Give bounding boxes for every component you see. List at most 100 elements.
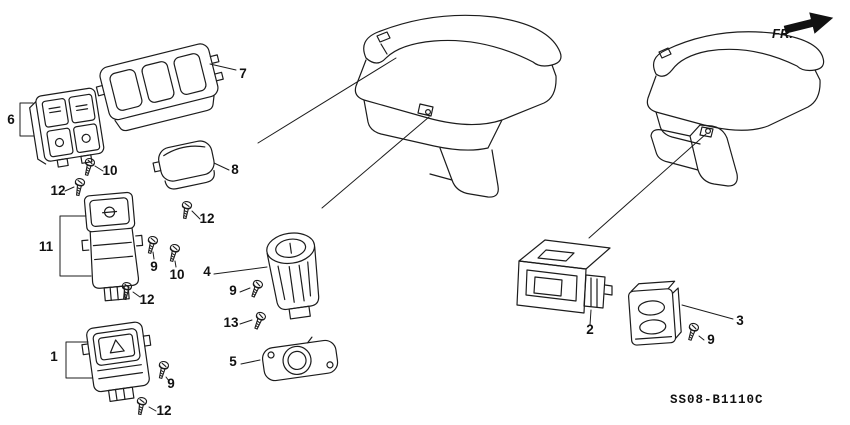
dash-console: [439, 147, 499, 198]
screw-10-icon: [81, 156, 96, 177]
leader-lines: [19, 57, 734, 412]
callout-2: 2: [586, 322, 594, 337]
switch-connector: [103, 285, 130, 302]
plate-notch: [307, 336, 313, 344]
assembly-tab: [604, 284, 613, 296]
body-ribs: [92, 241, 134, 261]
dash-lower: [655, 111, 701, 145]
callout-1: 1: [50, 349, 58, 364]
dash-console: [689, 124, 738, 187]
dash-screw-dot: [704, 128, 711, 135]
part-5-mount-plate: [261, 336, 339, 382]
cluster-button: [41, 98, 69, 128]
dash-detail: [380, 43, 388, 55]
cover-tab: [152, 161, 162, 173]
knob-top: [266, 232, 316, 265]
switch-button: [92, 328, 141, 366]
bezel-skirt: [114, 95, 215, 132]
callout-3: 3: [736, 313, 744, 328]
assembly-button: [533, 276, 563, 297]
cover-outline: [158, 140, 215, 182]
screw-12-icon: [72, 177, 86, 197]
knob-connector: [288, 305, 311, 320]
button-glyph: [48, 106, 62, 114]
switch-detail: [634, 336, 673, 340]
callout-11: 11: [39, 239, 54, 254]
callout-10-b: 10: [169, 267, 184, 282]
screw-12-icon: [134, 396, 148, 416]
switch-rocker: [89, 197, 130, 227]
bezel-tab: [95, 85, 105, 97]
screw-9-icon: [248, 278, 265, 299]
switch-outline: [627, 288, 677, 346]
bezel-opening: [141, 61, 175, 103]
part-2-switch-assembly: [516, 239, 613, 314]
screw-10-icon: [166, 242, 181, 263]
cluster-button: [68, 93, 96, 124]
cluster-tab: [56, 157, 69, 168]
dash-garnish: [363, 14, 562, 67]
switch-face: [83, 191, 136, 233]
callout-10-a: 10: [102, 163, 117, 178]
callout-12-c: 12: [139, 292, 154, 307]
connector-pins: [590, 277, 598, 308]
assembly-front: [516, 260, 587, 314]
part-3-small-switch: [627, 280, 682, 346]
body-ribs: [277, 261, 312, 303]
part-11-rocker-switch: [81, 191, 144, 302]
switch-oval: [637, 300, 666, 316]
bezel-opening: [173, 53, 207, 95]
cluster-outline: [35, 87, 105, 162]
screw-12-icon: [179, 200, 193, 220]
center-dashboard-illustration: [354, 14, 562, 198]
part-4-knob-switch: [266, 232, 320, 320]
switch-tabs: [81, 234, 144, 252]
dash-clip: [376, 31, 391, 43]
front-arrow-icon: [783, 12, 834, 34]
dash-screw-dot: [425, 108, 432, 115]
plate-screw-hole: [326, 361, 334, 369]
callout-5: 5: [229, 354, 237, 369]
cover-skirt: [164, 169, 215, 190]
connector-pins: [114, 387, 126, 402]
part-6-switch-cluster: [29, 87, 105, 168]
cluster-side: [29, 101, 47, 165]
bezel-opening: [109, 69, 143, 111]
rocker-glyph: [101, 210, 118, 214]
assembly-recess: [525, 269, 578, 302]
callout-9-c: 9: [167, 376, 175, 391]
callout-13: 13: [223, 315, 239, 330]
knob-inner: [275, 238, 307, 258]
callout-4: 4: [203, 264, 211, 279]
dash-armrest: [650, 129, 699, 171]
screw-9-icon: [684, 321, 700, 342]
callout-9-b: 9: [229, 283, 237, 298]
switch-connector: [107, 386, 135, 402]
button-glyph: [81, 133, 91, 143]
assembly-top: [518, 239, 611, 270]
dash-clip: [658, 47, 672, 59]
cluster-tab: [80, 154, 93, 164]
callout-7: 7: [239, 66, 247, 81]
dash-body: [646, 69, 821, 131]
assembly-connector: [583, 274, 606, 309]
switch-oval: [639, 319, 667, 335]
callout-9-a: 9: [150, 259, 158, 274]
switch-top: [630, 280, 676, 292]
switch-side: [671, 287, 682, 339]
right-dashboard-illustration: [646, 31, 825, 187]
cover-detail: [163, 145, 206, 157]
button-glyph: [54, 137, 65, 148]
part-7-switch-panel-bezel: [95, 43, 224, 132]
front-direction-indicator: FR.: [772, 12, 834, 41]
part-1-hazard-switch: [81, 321, 152, 402]
callout-8: 8: [231, 162, 239, 177]
dash-garnish: [653, 31, 825, 77]
part-8-blank-cover: [152, 140, 215, 190]
callout-6: 6: [7, 112, 15, 127]
callout-12-b: 12: [199, 211, 214, 226]
button-glyph: [75, 104, 89, 112]
cluster-button: [46, 127, 74, 158]
